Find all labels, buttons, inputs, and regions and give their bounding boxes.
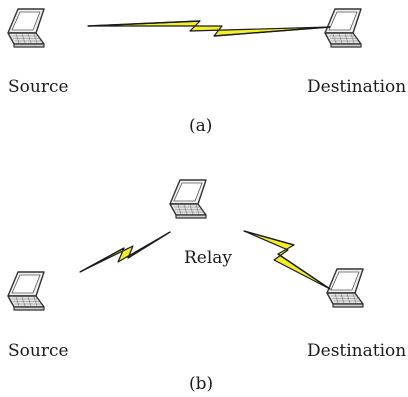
panel-caption: (a) bbox=[189, 116, 212, 136]
destination-label: Destination bbox=[307, 77, 406, 97]
destination-laptop-icon bbox=[324, 8, 362, 48]
wireless-link-bolt bbox=[87, 20, 331, 37]
source-relay-link-bolt bbox=[79, 231, 171, 273]
destination-label: Destination bbox=[307, 341, 406, 361]
source-label: Source bbox=[8, 77, 69, 97]
destination-laptop-icon bbox=[326, 268, 364, 308]
relay-label: Relay bbox=[184, 248, 232, 268]
source-laptop-icon bbox=[7, 8, 45, 48]
source-label: Source bbox=[8, 341, 69, 361]
relay-laptop-icon bbox=[169, 179, 207, 219]
source-laptop-icon bbox=[7, 271, 45, 311]
panel-b: Relay Source Destination (b) bbox=[7, 179, 406, 394]
panel-caption: (b) bbox=[189, 374, 213, 394]
panel-a: Source Destination (a) bbox=[7, 8, 406, 136]
